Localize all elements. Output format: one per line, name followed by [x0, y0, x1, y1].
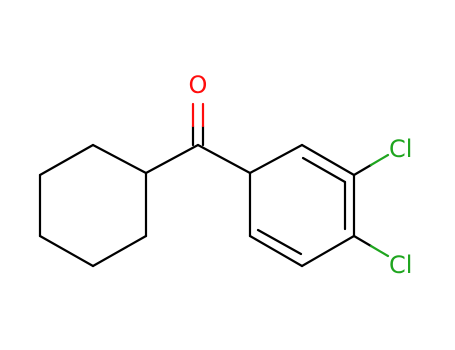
oxygen-atom-label: O	[189, 71, 208, 99]
bond-ring-c4-c5	[38, 234, 95, 268]
cyclohexane-ring	[38, 143, 148, 268]
bond-c3-cl-green	[369, 153, 390, 167]
chlorine-substituents: Cl Cl	[352, 135, 412, 279]
bond-cyclohexyl-carbonyl	[144, 143, 200, 175]
bond-aryl-c4-c5	[300, 234, 356, 268]
bond-aryl-c1-c2	[248, 143, 304, 175]
bond-c3-cl-black	[352, 163, 373, 177]
ketone-group: O	[144, 71, 252, 175]
bond-aryl-c2-c3	[300, 143, 356, 177]
bond-aryl-inner-top	[301, 156, 347, 184]
bond-aryl-inner-bottom	[256, 228, 303, 256]
bond-ring-c5-c6	[91, 234, 148, 268]
bond-aryl-c5-c6	[248, 234, 304, 268]
bond-ring-c2-c3	[38, 143, 95, 177]
bond-ring-c1-c2	[91, 143, 148, 175]
chlorine-atom-label-top: Cl	[389, 135, 412, 163]
chlorine-atom-label-bottom: Cl	[389, 251, 412, 279]
bond-carbonyl-aryl	[196, 143, 252, 175]
bond-c4-cl-green	[369, 244, 390, 258]
bond-c4-cl-black	[352, 234, 373, 248]
benzene-ring	[248, 143, 356, 268]
